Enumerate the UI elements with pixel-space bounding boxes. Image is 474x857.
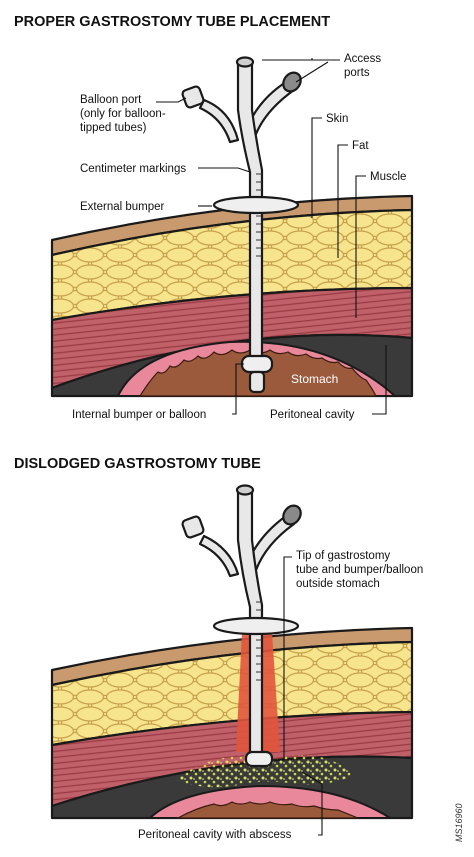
bottom-stomach-interior [175,801,359,819]
label-fat: Fat [352,140,369,152]
label-balloon-port-3: tipped tubes) [80,122,147,134]
label-peritoneal-cavity: Peritoneal cavity [270,409,355,421]
top-access-port-right [282,71,302,93]
label-internal-bumper: Internal bumper or balloon [72,409,206,421]
bottom-access-port-right [282,504,302,526]
bottom-labels: Tip of gastrostomy tube and bumper/ballo… [138,550,423,841]
top-tube-shaft [248,203,264,367]
label-balloon-port-1: Balloon port [80,94,142,106]
label-skin: Skin [326,113,348,125]
label-tip-1: Tip of gastrostomy [296,550,390,562]
bottom-external-bumper [212,616,300,636]
label-muscle: Muscle [370,171,406,183]
label-abscess: Peritoneal cavity with abscess [138,829,292,841]
bottom-access-port-left [235,484,255,496]
label-centimeter-markings: Centimeter markings [80,163,186,175]
top-access-port-left [235,56,255,68]
figure-code: MS16960 [454,803,464,842]
bottom-tube-shaft [248,623,264,757]
bottom-internal-bumper [244,750,274,768]
label-tip-2: tube and bumper/balloon [296,564,423,576]
bottom-balloon-port [181,515,205,539]
bottom-tissue-layers [50,626,414,820]
top-leader-lines [156,58,387,415]
label-external-bumper: External bumper [80,201,165,213]
bottom-gastrostomy-tube [181,484,302,768]
abscess [176,755,352,788]
top-panel-title: PROPER GASTROSTOMY TUBE PLACEMENT [14,14,330,30]
bottom-panel-title: DISLODGED GASTROSTOMY TUBE [14,456,261,472]
label-tip-3: outside stomach [296,578,380,590]
top-internal-bumper [240,354,274,374]
top-labels: Access ports Balloon port (only for ball… [72,53,406,421]
top-tube-stem [236,60,264,207]
bottom-leader-lines [276,556,323,836]
label-access-ports-2: ports [344,67,370,79]
label-stomach: Stomach [291,372,338,386]
top-tissue-layers [50,194,414,398]
top-balloon-port [181,85,205,109]
label-access-ports-1: Access [344,53,381,65]
label-balloon-port-2: (only for balloon- [80,108,166,120]
top-gastrostomy-tube [181,56,302,394]
top-external-bumper [212,195,300,215]
